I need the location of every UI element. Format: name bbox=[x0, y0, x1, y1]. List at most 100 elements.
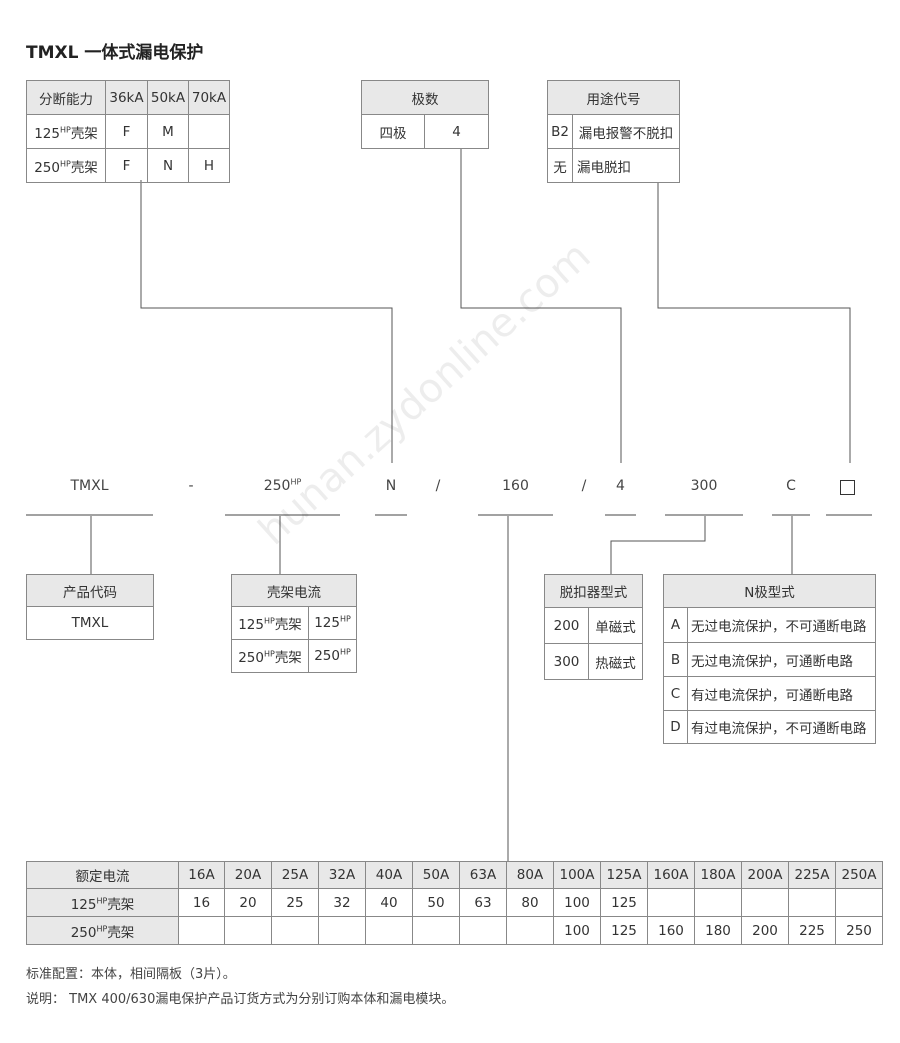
rated-cell bbox=[178, 916, 225, 945]
page-title: TMXL 一体式漏电保护 bbox=[26, 43, 204, 63]
frame-header: 壳架电流 bbox=[231, 574, 357, 607]
npole-header: N极型式 bbox=[663, 574, 876, 608]
trip-code: 300 bbox=[544, 643, 589, 680]
rated-cell bbox=[318, 916, 366, 945]
rated-cell: 80 bbox=[506, 888, 554, 917]
breaking-cell: F bbox=[105, 114, 148, 149]
breaking-cell: M bbox=[147, 114, 189, 149]
frame-current-table: 壳架电流 125HP壳架 125HP 250HP壳架 250HP bbox=[231, 574, 357, 673]
rated-cell: 32 bbox=[318, 888, 366, 917]
breaking-header-50ka: 50kA bbox=[147, 80, 189, 115]
breaking-cell: N bbox=[147, 148, 189, 183]
rated-cell: 16 bbox=[178, 888, 225, 917]
rated-header-cell: 100A bbox=[553, 861, 601, 889]
breaking-cell: F bbox=[105, 148, 148, 183]
npole-code: B bbox=[663, 642, 688, 677]
rated-header-cell: 180A bbox=[694, 861, 742, 889]
rated-cell: 250 bbox=[835, 916, 883, 945]
rated-row-label: 125HP壳架 bbox=[26, 888, 179, 917]
usage-code: 无 bbox=[547, 148, 573, 183]
product-code-value: TMXL bbox=[26, 606, 154, 640]
npole-desc: 无过电流保护，可通断电路 bbox=[687, 642, 876, 677]
rated-header-cell: 160A bbox=[647, 861, 695, 889]
trip-desc: 热磁式 bbox=[588, 643, 643, 680]
rated-cell: 20 bbox=[224, 888, 272, 917]
breaking-cell: H bbox=[188, 148, 230, 183]
rated-cell bbox=[788, 888, 836, 917]
connector-trip bbox=[610, 516, 706, 574]
usage-code-table: 用途代号 B2 漏电报警不脱扣 无 漏电脱扣 bbox=[547, 80, 680, 183]
trip-header: 脱扣器型式 bbox=[544, 574, 643, 608]
breaking-header-label: 分断能力 bbox=[26, 80, 106, 115]
rated-cell: 200 bbox=[741, 916, 789, 945]
usage-checkbox-icon bbox=[840, 480, 855, 495]
rated-header-cell: 25A bbox=[271, 861, 319, 889]
npole-desc: 有过电流保护，不可通断电路 bbox=[687, 710, 876, 744]
rated-cell bbox=[694, 888, 742, 917]
poles-header: 极数 bbox=[361, 80, 489, 115]
npole-desc: 有过电流保护，可通断电路 bbox=[687, 676, 876, 711]
rated-cell bbox=[506, 916, 554, 945]
rated-cell: 100 bbox=[553, 888, 601, 917]
rated-cell bbox=[741, 888, 789, 917]
rated-header-cell: 125A bbox=[600, 861, 648, 889]
rated-header-cell: 80A bbox=[506, 861, 554, 889]
rated-cell bbox=[835, 888, 883, 917]
code-product: TMXL bbox=[70, 478, 109, 494]
code-frame: 250HP bbox=[263, 477, 302, 494]
trip-desc: 单磁式 bbox=[588, 607, 643, 644]
frame-row-label: 125HP壳架 bbox=[231, 606, 309, 640]
poles-table: 极数 四极 4 bbox=[361, 80, 489, 149]
usage-header: 用途代号 bbox=[547, 80, 680, 115]
usage-desc: 漏电脱扣 bbox=[572, 148, 680, 183]
rated-cell: 180 bbox=[694, 916, 742, 945]
rated-header-cell: 250A bbox=[835, 861, 883, 889]
breaking-row-250-label: 250HP壳架 bbox=[26, 148, 106, 183]
frame-row-label: 250HP壳架 bbox=[231, 639, 309, 673]
note-description: 说明： TMX 400/630漏电保护产品订货方式为分别订购本体和漏电模块。 bbox=[26, 992, 455, 1007]
connector-usage bbox=[657, 182, 851, 463]
rated-cell: 40 bbox=[365, 888, 413, 917]
rated-cell: 63 bbox=[459, 888, 507, 917]
note-standard-config: 标准配置：本体，相间隔板（3片）。 bbox=[26, 967, 236, 982]
product-code-header: 产品代码 bbox=[26, 574, 154, 607]
npole-code: A bbox=[663, 607, 688, 643]
code-poles: 4 bbox=[616, 478, 625, 494]
rated-cell: 100 bbox=[553, 916, 601, 945]
usage-desc: 漏电报警不脱扣 bbox=[572, 114, 680, 149]
code-breaking: N bbox=[385, 478, 397, 494]
code-trip: 300 bbox=[690, 478, 718, 494]
rated-header-cell: 200A bbox=[741, 861, 789, 889]
rated-cell bbox=[412, 916, 460, 945]
breaking-header-36ka: 36kA bbox=[105, 80, 148, 115]
trip-type-table: 脱扣器型式 200 单磁式 300 热磁式 bbox=[544, 574, 643, 680]
rated-cell: 125 bbox=[600, 888, 648, 917]
rated-row-label: 250HP壳架 bbox=[26, 916, 179, 945]
code-slash: / bbox=[581, 478, 587, 494]
rated-header-cell: 225A bbox=[788, 861, 836, 889]
rated-header-cell: 40A bbox=[365, 861, 413, 889]
poles-label: 四极 bbox=[361, 114, 425, 149]
product-code-table: 产品代码 TMXL bbox=[26, 574, 154, 640]
rated-header-cell: 16A bbox=[178, 861, 225, 889]
breaking-capacity-table: 分断能力 36kA 50kA 70kA 125HP壳架 F M 250HP壳架 … bbox=[26, 80, 230, 183]
trip-code: 200 bbox=[544, 607, 589, 644]
code-slash: / bbox=[435, 478, 441, 494]
breaking-header-70ka: 70kA bbox=[188, 80, 230, 115]
connector-breaking bbox=[140, 180, 393, 463]
rated-cell bbox=[647, 888, 695, 917]
code-current: 160 bbox=[502, 478, 529, 494]
n-pole-table: N极型式 A 无过电流保护，不可通断电路 B 无过电流保护，可通断电路 C 有过… bbox=[663, 574, 876, 744]
rated-cell bbox=[365, 916, 413, 945]
connector-poles bbox=[460, 148, 622, 463]
code-dash: - bbox=[188, 478, 194, 494]
rated-header-cell: 32A bbox=[318, 861, 366, 889]
breaking-cell bbox=[188, 114, 230, 149]
rated-cell bbox=[459, 916, 507, 945]
npole-code: C bbox=[663, 676, 688, 711]
breaking-row-125-label: 125HP壳架 bbox=[26, 114, 106, 149]
npole-code: D bbox=[663, 710, 688, 744]
